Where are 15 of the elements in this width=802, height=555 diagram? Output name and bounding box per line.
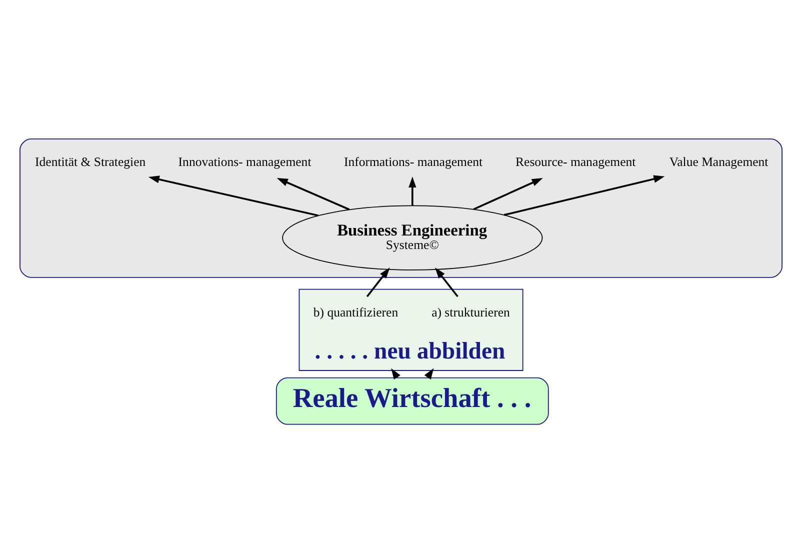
arrow	[434, 267, 458, 297]
arrow	[276, 178, 350, 210]
arrow	[473, 178, 543, 210]
node-text: Resource- management	[516, 154, 636, 169]
arrow	[504, 174, 665, 216]
arrow	[408, 176, 416, 205]
node-text: Informations- management	[344, 154, 483, 169]
node-text: a) strukturieren	[432, 304, 510, 319]
node-text: Value Management	[669, 154, 768, 169]
arrow	[148, 175, 318, 216]
arrow	[366, 267, 390, 297]
node-text: Identität & Strategien	[35, 154, 146, 169]
node-text: Innovations- management	[178, 154, 312, 169]
node-ellipse: Business Engineering Systeme©	[282, 204, 543, 270]
node-text: b) quantifizieren	[313, 304, 398, 319]
